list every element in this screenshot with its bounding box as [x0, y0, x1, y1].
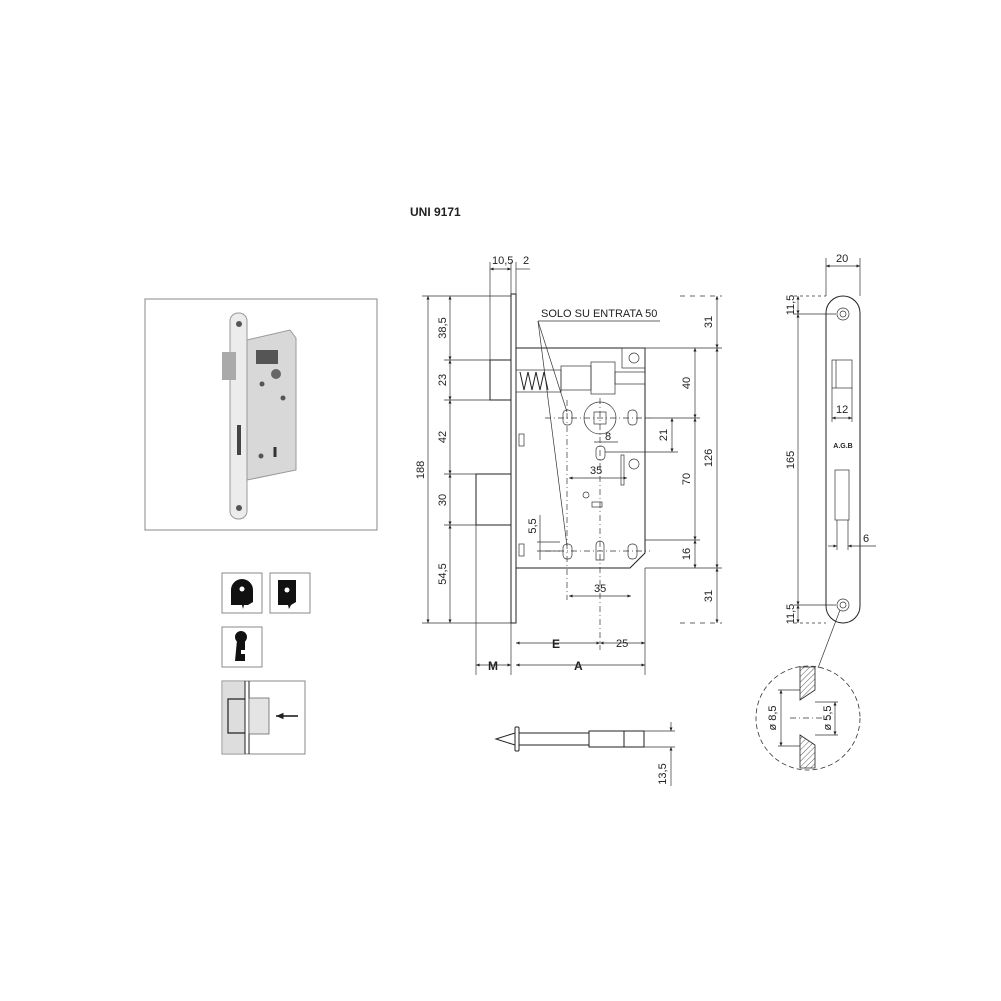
dim-12: 12: [836, 404, 848, 416]
dim-11-5-top: 11,5: [785, 295, 797, 316]
dim-42: 42: [437, 431, 449, 443]
dim-165: 165: [785, 451, 797, 469]
keyhole-icon: [221, 626, 263, 668]
dim-40: 40: [681, 377, 693, 389]
dim-31-bottom: 31: [703, 590, 715, 602]
dim-11-5-bottom: 11,5: [785, 604, 797, 625]
dim-21: 21: [658, 429, 670, 441]
note-solo-su-entrata: SOLO SU ENTRATA 50: [541, 308, 657, 320]
dim-16: 16: [681, 548, 693, 560]
faceplate-view: A.G.B 20 11,5 165 11,5 12 6: [785, 253, 876, 624]
agb-logo: A.G.B: [833, 443, 852, 450]
dim-35-top: 35: [590, 465, 602, 477]
dim-38-5: 38,5: [437, 317, 449, 338]
dim-diameter-5-5: ø 5,5: [822, 705, 834, 730]
dim-m: M: [488, 659, 498, 673]
square-latch-icon: [269, 572, 311, 614]
dim-70: 70: [681, 473, 693, 485]
lock-dimension-lines: [422, 262, 722, 675]
lock-front-view: [475, 293, 650, 650]
dim-8: 8: [605, 431, 611, 443]
dim-25: 25: [616, 638, 628, 650]
countersink-detail: ø 8,5 ø 5,5: [755, 609, 861, 771]
dim-13-5: 13,5: [657, 763, 669, 784]
dim-10-5: 10,5: [492, 255, 513, 267]
dim-6: 6: [863, 533, 869, 545]
dim-5-5: 5,5: [527, 518, 539, 533]
spindle-pin: 13,5: [494, 722, 675, 786]
dim-126: 126: [703, 449, 715, 467]
dim-54-5: 54,5: [437, 563, 449, 584]
dim-diameter-8-5: ø 8,5: [767, 705, 779, 730]
product-photo: [144, 298, 378, 531]
installation-icon: [221, 680, 306, 755]
dim-20: 20: [836, 253, 848, 265]
dim-2: 2: [523, 255, 529, 267]
drawing-title: UNI 9171: [410, 205, 461, 219]
dim-35-bottom: 35: [594, 583, 606, 595]
dim-a: A: [574, 659, 583, 673]
dim-e: E: [552, 637, 560, 651]
dim-23: 23: [437, 374, 449, 386]
dim-188: 188: [415, 461, 427, 479]
round-latch-icon: [221, 572, 263, 614]
dim-31-top: 31: [703, 316, 715, 328]
lock-dimension-labels: 10,5 2 188 38,5 23 42 30 54,5 SOLO SU EN…: [415, 255, 715, 673]
dim-30: 30: [437, 494, 449, 506]
